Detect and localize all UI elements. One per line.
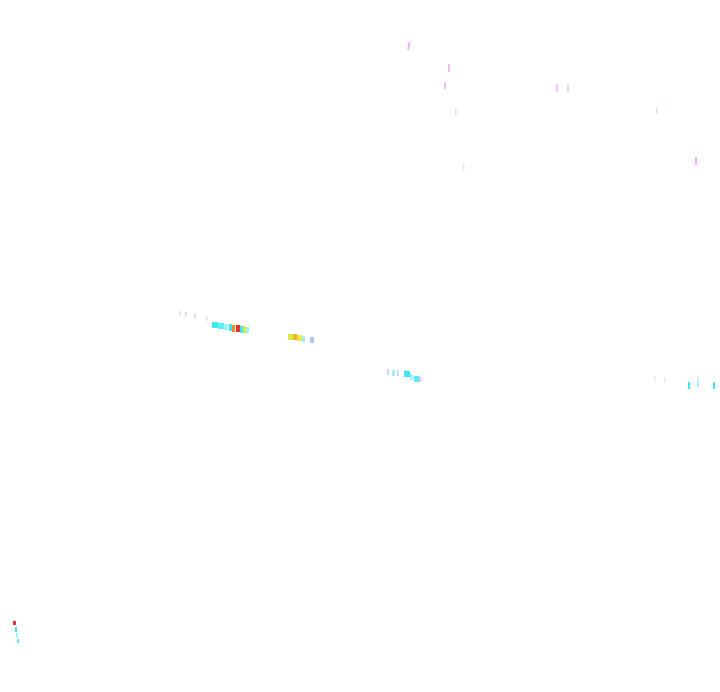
- cyan-light-block: [392, 370, 395, 376]
- middle-streak-cluster: [387, 369, 421, 382]
- faint-tick: [654, 376, 656, 382]
- cyan-block: [414, 376, 419, 382]
- cyan-block: [688, 382, 690, 389]
- cyan-light-block: [224, 324, 228, 330]
- magenta-streak: [448, 64, 450, 72]
- cyan-light-block: [697, 381, 699, 387]
- cyan-block: [229, 324, 232, 331]
- magenta-streak: [567, 85, 569, 92]
- magenta-streak: [463, 164, 465, 171]
- faint-tick: [664, 377, 666, 382]
- cyan-block: [713, 382, 715, 389]
- cyan-block: [404, 371, 410, 377]
- faint-tick: [387, 369, 389, 375]
- cyan-block: [218, 323, 224, 329]
- magenta-streak: [455, 109, 457, 115]
- cyan-light-block: [302, 336, 305, 342]
- blue-light-block: [310, 337, 314, 343]
- yellow-block: [243, 326, 246, 333]
- yellow-block: [297, 335, 302, 341]
- lavender-block: [419, 377, 421, 382]
- magenta-streak: [407, 42, 411, 50]
- faint-tick: [194, 313, 196, 318]
- faint-tick: [206, 316, 208, 321]
- magenta-streak-group: [407, 42, 697, 171]
- faint-tick: [185, 312, 187, 317]
- yellow-streak-cluster: [288, 334, 314, 343]
- faint-tick: [397, 370, 399, 376]
- cyan-light-block: [246, 327, 249, 333]
- right-streak-cluster: [654, 375, 715, 389]
- faint-tick: [697, 375, 699, 381]
- orange-block: [293, 334, 297, 340]
- cyan-block: [240, 326, 243, 333]
- magenta-streak: [556, 84, 558, 92]
- cyan-block: [15, 627, 17, 632]
- cyan-light-block: [410, 374, 413, 380]
- bottom-left-marks: [13, 621, 19, 643]
- cyan-light-block: [16, 633, 18, 637]
- faint-tick: [179, 311, 181, 316]
- left-streak-cluster: [179, 311, 249, 333]
- orange-block: [232, 325, 235, 332]
- magenta-streak: [695, 157, 697, 165]
- cyan-block: [212, 322, 218, 328]
- cyan-block: [17, 639, 19, 643]
- red-block: [236, 325, 240, 332]
- red-block: [13, 621, 16, 625]
- magenta-streak: [444, 82, 446, 89]
- yellow-block: [288, 334, 293, 340]
- magenta-streak: [656, 108, 658, 114]
